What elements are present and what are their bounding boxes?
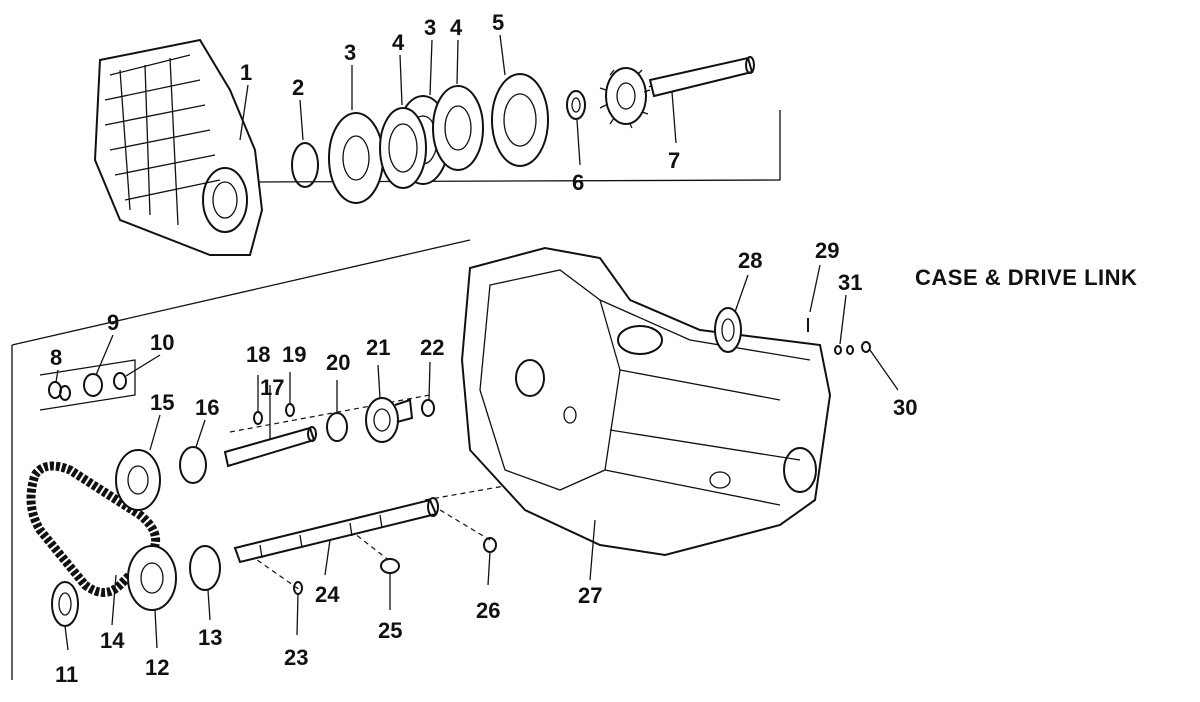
- bushing: [566, 90, 586, 120]
- lower-assembly-frame: [11, 239, 511, 680]
- callout-8: 8: [50, 345, 62, 370]
- callout-1: 1: [240, 60, 252, 85]
- callout-4b: 4: [450, 15, 463, 40]
- callout-19: 19: [282, 342, 306, 367]
- callout-23: 23: [284, 645, 308, 670]
- friction-disc-b: [432, 85, 484, 171]
- output-shaft-lower: [233, 497, 439, 564]
- callout-10: 10: [150, 330, 174, 355]
- snap-ring: [291, 142, 319, 188]
- callout-12: 12: [145, 655, 169, 680]
- callout-7: 7: [668, 148, 680, 173]
- callout-30: 30: [893, 395, 917, 420]
- callout-22: 22: [420, 335, 444, 360]
- callout-27: 27: [578, 583, 602, 608]
- snap-ring-lower: [189, 545, 221, 591]
- case-seal: [714, 307, 742, 353]
- callout-6: 6: [572, 170, 584, 195]
- clutch-drum: [365, 397, 414, 443]
- oil-seal: [51, 581, 79, 627]
- callout-5: 5: [492, 10, 504, 35]
- callout-21: 21: [366, 335, 390, 360]
- fitting-30: [846, 341, 871, 355]
- input-shaft: [599, 56, 755, 129]
- retainer: [380, 558, 400, 574]
- callout-11: 11: [55, 662, 78, 687]
- callout-28: 28: [738, 248, 762, 273]
- callout-15: 15: [150, 390, 174, 415]
- driven-sprocket: [127, 545, 177, 611]
- callout-29: 29: [815, 238, 839, 263]
- callout-31: 31: [838, 270, 862, 295]
- small-ring: [421, 399, 435, 417]
- plug: [483, 537, 497, 553]
- callout-13: 13: [198, 625, 222, 650]
- callout-9: 9: [107, 310, 119, 335]
- callout-labels: 1 2 3 4 3 4 5 6 7 8 9 10 11 12 13 14 15 …: [50, 10, 917, 687]
- drive-sprocket: [115, 449, 161, 511]
- callout-2: 2: [292, 75, 304, 100]
- valve-body-cover: [93, 38, 264, 256]
- bearing: [326, 412, 348, 442]
- clutch-plate-a: [328, 112, 384, 204]
- callout-4a: 4: [392, 30, 405, 55]
- callout-16: 16: [195, 395, 219, 420]
- friction-disc-a: [379, 107, 427, 189]
- leader-lines: [55, 34, 899, 651]
- diagram-title: CASE & DRIVE LINK: [915, 265, 1137, 290]
- callout-20: 20: [326, 350, 350, 375]
- callout-17: 17: [260, 375, 284, 400]
- small-plug: [834, 345, 842, 355]
- thrust-washer: [179, 446, 207, 484]
- callout-3a: 3: [344, 40, 356, 65]
- callout-14: 14: [100, 628, 125, 653]
- small-fittings: [48, 372, 127, 401]
- transmission-case: [460, 246, 832, 557]
- callout-25: 25: [378, 618, 402, 643]
- callout-3b: 3: [424, 15, 436, 40]
- callout-18: 18: [246, 342, 270, 367]
- callout-24: 24: [315, 582, 340, 607]
- output-shaft-upper: [223, 403, 317, 468]
- callout-26: 26: [476, 598, 500, 623]
- pressure-plate: [491, 73, 549, 167]
